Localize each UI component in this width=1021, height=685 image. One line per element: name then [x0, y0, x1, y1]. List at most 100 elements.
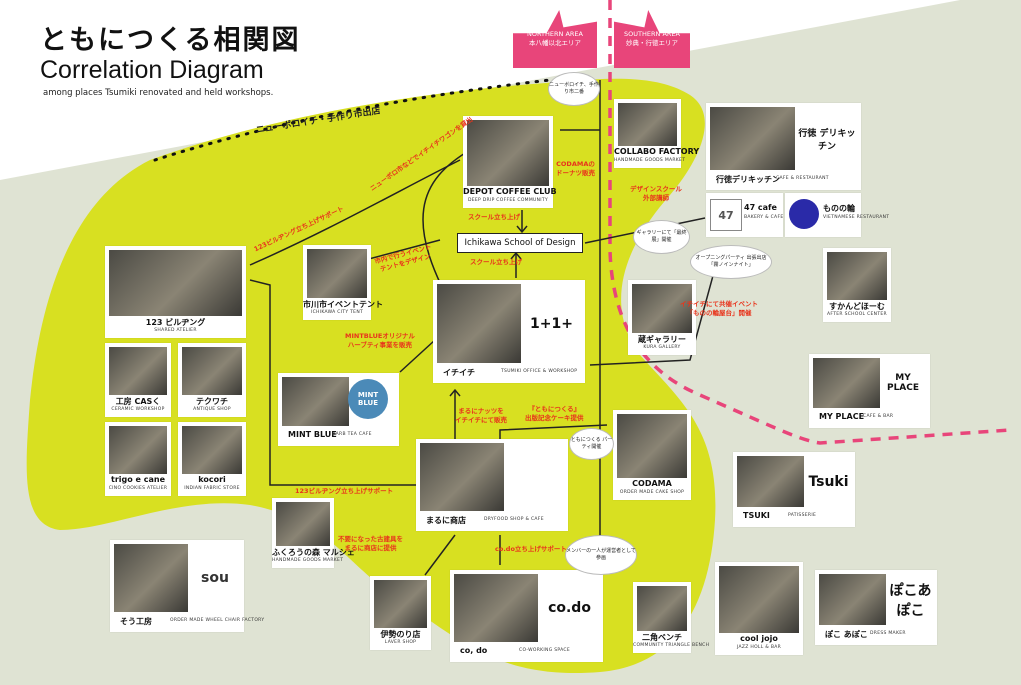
market-dotted-line — [153, 78, 552, 162]
place-name: CODAMA — [632, 479, 672, 488]
place-logo: 47 — [710, 199, 742, 231]
place-name: MY PLACE — [819, 412, 865, 421]
place-logo: 行徳 デリキッチン — [798, 128, 856, 152]
place-logo: Tsuki — [808, 473, 849, 490]
relation-note: 『ともにつくる』 出版記念ケーキ提供 — [525, 405, 584, 422]
place-subtitle: CAFE & BAR — [863, 414, 894, 419]
place-name: テクワチ — [196, 397, 228, 406]
place-photo — [109, 426, 167, 474]
place-subtitle: CO-WORKING SPACE — [519, 648, 570, 653]
place-subtitle: SHARED ATELIER — [154, 328, 197, 333]
place-name: イチイチ — [443, 368, 475, 377]
place-photo — [467, 120, 549, 186]
place-name: ものの輪 — [823, 204, 855, 213]
place-photo — [114, 544, 188, 612]
relation-note: CODAMAの ドーナツ販売 — [556, 160, 595, 177]
place-card[interactable]: CODAMA ORDER MADE CAKE SHOP — [613, 410, 691, 500]
place-subtitle: ORDER MADE CAKE SHOP — [619, 490, 685, 495]
place-name: COLLABO FACTORY — [614, 147, 700, 156]
place-name: TSUKI — [743, 511, 770, 520]
place-name: 蔵ギャラリー — [638, 335, 686, 344]
place-subtitle: KURA GALLERY — [643, 345, 681, 350]
place-photo — [454, 574, 538, 642]
place-logo: co.do — [548, 600, 591, 616]
place-subtitle: CERAMIC WORKSHOP — [111, 407, 165, 412]
place-logo: MY PLACE — [886, 373, 920, 393]
speech-bubble: メンバーの一人が運営者として参画 — [565, 535, 637, 575]
relation-note: 不要になった古建具を まるに商店に提供 — [338, 535, 403, 552]
place-subtitle: INDIAN FABRIC STORE — [184, 486, 240, 491]
place-subtitle: JAZZ HOLL & BAR — [736, 645, 782, 650]
place-logo — [789, 199, 819, 229]
northern-area-jp: 本八幡以北エリア — [529, 39, 581, 47]
place-name: ふくろうの森 マルシェ — [272, 548, 355, 557]
place-photo — [109, 347, 167, 395]
northern-area-en: NORTHERN AREA — [527, 30, 583, 38]
place-photo — [819, 574, 886, 625]
place-photo — [827, 252, 887, 300]
place-subtitle: CINO COOKIES ATELIER — [108, 486, 168, 491]
place-name: 行徳デリキッチン — [716, 175, 780, 184]
place-subtitle: ORDER MADE WHEEL CHAIR FACTORY — [170, 618, 265, 623]
place-photo — [719, 566, 799, 633]
place-photo — [737, 456, 804, 507]
place-photo — [637, 586, 687, 631]
ichikawa-school-of-design-banner[interactable]: Ichikawa School of Design — [457, 233, 583, 253]
place-name: 47 cafe — [744, 203, 777, 212]
place-subtitle: LAVER SHOP — [384, 640, 417, 645]
place-photo — [632, 284, 692, 333]
speech-bubble: ともにつくる パーティ開催 — [569, 428, 614, 460]
place-name: 市川市イベントテント — [303, 300, 383, 309]
place-name: kocori — [198, 475, 226, 484]
place-name: MINT BLUE — [288, 430, 337, 439]
place-name: 伊勢のり店 — [380, 630, 421, 639]
place-subtitle: HANDMADE GOODS MARKET — [614, 158, 686, 163]
place-name: すかんどほーむ — [829, 302, 885, 311]
place-photo — [307, 249, 367, 298]
place-subtitle: BAKERY & CAFE — [744, 215, 784, 220]
place-photo — [618, 103, 677, 146]
place-subtitle: DEEP DRIP COFFEE COMMUNITY — [467, 198, 549, 203]
place-card[interactable]: COLLABO FACTORY HANDMADE GOODS MARKET — [614, 99, 700, 168]
place-subtitle: PATISSERIE — [788, 513, 817, 518]
southern-area-tab: SOUTHERN AREA 妙典・行徳エリア — [614, 10, 690, 68]
place-card[interactable]: ものの輪 VIETNAMESE RESTAURANT — [785, 193, 889, 237]
speech-bubble: ニューボロイチ、手作り市二番 — [548, 72, 600, 106]
page-title-jp: ともにつくる相関図 — [40, 25, 301, 56]
place-photo — [420, 443, 504, 511]
place-subtitle: ICHIKAWA CITY TENT — [310, 310, 364, 315]
place-photo — [813, 358, 880, 408]
place-name: 123 ビルヂング — [145, 318, 206, 327]
place-subtitle: VIETNAMESE RESTAURANT — [823, 215, 890, 220]
place-logo: MINT BLUE — [348, 379, 388, 419]
place-subtitle: HANDMADE GOODS MARKET — [272, 558, 344, 563]
place-subtitle: ANTIQUE SHOP — [193, 407, 231, 412]
relation-note: スクール立ち上げ — [470, 258, 522, 266]
place-photo — [182, 347, 242, 395]
place-logo: sou — [201, 570, 229, 586]
place-logo: 1+1+ — [530, 315, 573, 332]
